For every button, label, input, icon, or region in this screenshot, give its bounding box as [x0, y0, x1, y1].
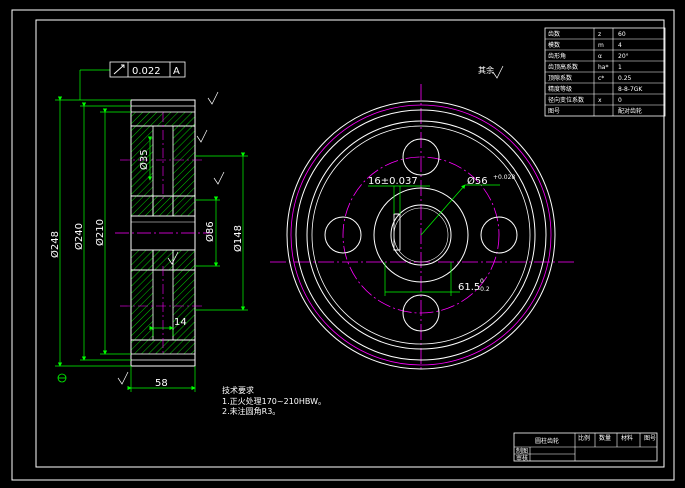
param-symbol-4: c* — [598, 75, 604, 82]
param-name-5: 精度等级 — [548, 85, 572, 93]
param-symbol-6: x — [598, 97, 602, 104]
param-value-3: 1 — [618, 64, 622, 71]
param-value-1: 4 — [618, 42, 622, 49]
tolerance-value: 0.022 — [132, 66, 161, 77]
param-name-3: 齿顶高系数 — [548, 63, 578, 71]
param-value-0: 60 — [618, 31, 626, 38]
dim-keyway-width: 16±0.037 — [368, 176, 418, 187]
param-symbol-1: m — [598, 42, 604, 49]
surface-finish-note: 其余 — [478, 65, 494, 75]
dim-d248: Ø248 — [49, 231, 61, 258]
hub-hatch-bottom — [130, 249, 154, 271]
param-name-7: 图号 — [548, 108, 560, 115]
lightening-hole-right — [480, 216, 518, 254]
param-value-4: 0.25 — [618, 75, 632, 82]
title-block-header-4: 图号 — [644, 435, 656, 442]
dim-key-depth-tol-lower: -0.2 — [478, 286, 490, 293]
dim-w58: 58 — [155, 378, 168, 389]
side-view-dimensions — [55, 69, 248, 392]
param-name-1: 模数 — [548, 41, 560, 49]
title-block-row-2: 审核 — [516, 454, 528, 462]
dim-d148: Ø148 — [232, 225, 244, 252]
dim-key-depth: 61.5 — [458, 282, 480, 293]
dim-bore: Ø56 — [467, 175, 488, 187]
tech-req-line-2: 2.未注圆角R3。 — [222, 406, 280, 416]
tech-req-line-1: 1.正火处理170~210HBW。 — [222, 396, 326, 406]
title-block-row-1: 制图 — [516, 447, 528, 455]
param-name-6: 径向变位系数 — [548, 96, 584, 104]
hole-pitch-circle — [342, 156, 500, 314]
param-symbol-3: ha* — [598, 64, 608, 71]
lightening-hole-top — [402, 138, 440, 176]
front-view — [270, 84, 574, 372]
title-block-name: 圆柱齿轮 — [535, 437, 559, 445]
dedendum-circle — [295, 109, 547, 361]
dim-key-depth-tol-upper: 0 — [480, 278, 484, 285]
title-block-header-2: 数量 — [599, 434, 611, 442]
param-name-4: 顶隙系数 — [548, 74, 572, 82]
lightening-hole-bottom — [402, 294, 440, 332]
pitch-circle — [290, 104, 552, 366]
tolerance-datum: A — [173, 66, 180, 77]
dim-d240: Ø240 — [73, 223, 85, 250]
hub-hatch-top — [130, 195, 154, 217]
rim-inner-circle — [306, 120, 536, 350]
keyway — [393, 213, 401, 251]
param-value-6: 0 — [618, 97, 622, 104]
side-section-view — [115, 99, 212, 367]
lightening-hole-left — [324, 216, 362, 254]
param-name-0: 齿数 — [548, 30, 560, 38]
inner-frame-border — [35, 19, 665, 468]
param-name-2: 齿形角 — [548, 52, 566, 60]
runout-icon — [113, 64, 125, 75]
param-value-5: 8-8-7GK — [618, 86, 643, 93]
addendum-circle — [286, 100, 556, 370]
datum-a-symbol — [57, 373, 67, 383]
dim-bore-tol: +0.028 — [493, 174, 515, 181]
title-block-header-1: 比例 — [578, 434, 590, 442]
param-value-7: 配对齿轮 — [618, 107, 642, 115]
outer-sheet-border — [11, 9, 675, 481]
hub-circle — [373, 187, 469, 283]
param-value-2: 20° — [618, 53, 629, 60]
dim-w14: 14 — [174, 317, 187, 328]
dim-d35: Ø35 — [138, 149, 150, 170]
dim-d210: Ø210 — [94, 219, 106, 246]
front-view-dimensions — [368, 184, 500, 296]
tolerance-frame: 0.022 A — [109, 61, 186, 78]
bore-circle — [390, 204, 452, 266]
gear-parameter-table: 齿数 z 60 模数 m 4 齿形角 α 20° 齿顶高系数 ha* 1 顶隙系数 c* 0.25 精度等级 8… — [544, 27, 666, 117]
dim-d86: Ø86 — [204, 221, 216, 242]
param-symbol-2: α — [598, 53, 602, 60]
title-block-header-3: 材料 — [621, 434, 633, 442]
title-block: 圆柱齿轮 比例 数量 材料 图号 制图 审核 — [513, 432, 658, 462]
param-symbol-0: z — [598, 31, 601, 38]
tech-requirements: 技术要求 1.正火处理170~210HBW。 2.未注圆角R3。 — [222, 385, 326, 416]
tech-req-title: 技术要求 — [222, 385, 254, 395]
roughness-marks — [117, 65, 504, 385]
